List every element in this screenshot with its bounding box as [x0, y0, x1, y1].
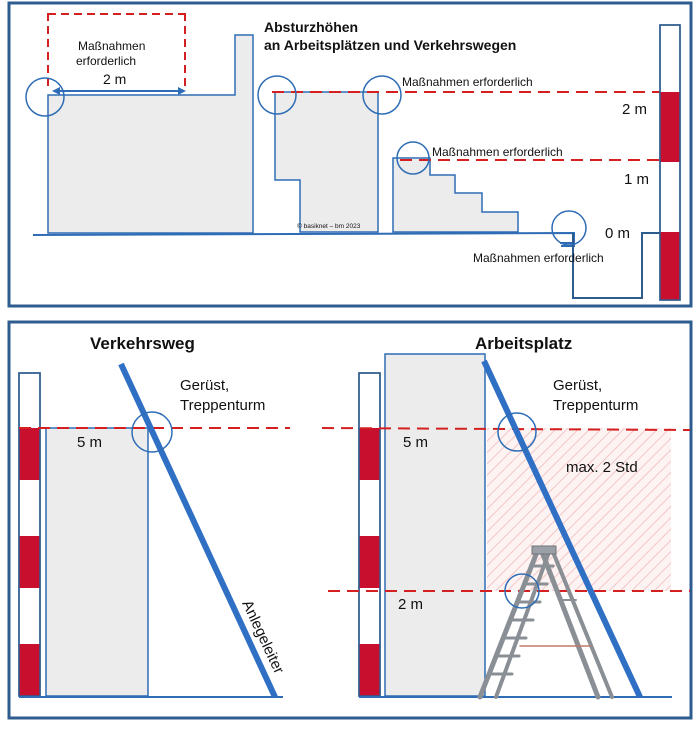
edge-circle-stairs: [396, 141, 430, 175]
left-building: [47, 34, 254, 234]
arbeitsplatz-title: Arbeitsplatz: [475, 334, 572, 353]
time-limit-label: max. 2 Std: [566, 459, 638, 476]
left-ladder: [118, 362, 278, 699]
left-scaffold-line1: Gerüst,: [180, 377, 229, 394]
height-scale-bar: [659, 24, 681, 301]
left-scaffold-line2: Treppenturm: [180, 397, 265, 414]
top-title-line2: an Arbeitsplätzen und Verkehrswegen: [264, 37, 516, 53]
right-height-5m: 5 m: [403, 434, 428, 451]
right-building-wall: [384, 353, 486, 697]
left-height-5m: 5 m: [77, 434, 102, 451]
right-ladder-circle-top: [497, 412, 537, 452]
label-massnahmen-left-1: Maßnahmen: [78, 39, 145, 53]
label-width-2m: 2 m: [103, 71, 126, 87]
right-ladder-circle-bottom: [504, 573, 540, 609]
stairs-block: [392, 157, 519, 233]
arrow-head-right: [178, 87, 186, 95]
scale-label-2m: 2 m: [622, 101, 647, 118]
label-massnahmen-stairs: Maßnahmen erforderlich: [432, 145, 563, 159]
right-scaffold-line1: Gerüst,: [553, 377, 602, 394]
bottom-panel: Verkehrsweg Gerüst, Treppenturm 5 m Anle…: [7, 320, 693, 720]
label-massnahmen-left-2: erforderlich: [76, 54, 136, 68]
scale-label-1m: 1 m: [624, 171, 649, 188]
edge-circle-pit: [551, 210, 587, 246]
right-ladder: [481, 359, 643, 699]
step-ladder-icon: [477, 545, 614, 700]
right-5m-level: [321, 427, 691, 431]
right-height-2m: 2 m: [398, 596, 423, 613]
edge-circle-mid-right: [362, 75, 402, 115]
edge-circle-mid-left: [257, 75, 297, 115]
left-scale-bar: [18, 372, 41, 697]
top-title-line1: Absturzhöhen: [264, 19, 358, 35]
top-panel: Absturzhöhen an Arbeitsplätzen und Verke…: [7, 1, 693, 308]
label-massnahmen-right: Maßnahmen erforderlich: [402, 75, 533, 89]
edge-circle-left: [25, 77, 65, 117]
right-scaffold-line2: Treppenturm: [553, 397, 638, 414]
label-massnahmen-pit: Maßnahmen erforderlich: [473, 251, 604, 265]
copyright-label: © basiknet – bm 2023: [297, 222, 361, 230]
arrow-head-left: [52, 87, 60, 95]
verkehrsweg-title: Verkehrsweg: [90, 334, 195, 353]
left-building-wall: [45, 427, 149, 697]
right-scale-bar: [358, 372, 381, 697]
pit: [572, 232, 660, 299]
scale-label-0m: 0 m: [605, 225, 630, 242]
left-ladder-circle: [131, 411, 173, 453]
